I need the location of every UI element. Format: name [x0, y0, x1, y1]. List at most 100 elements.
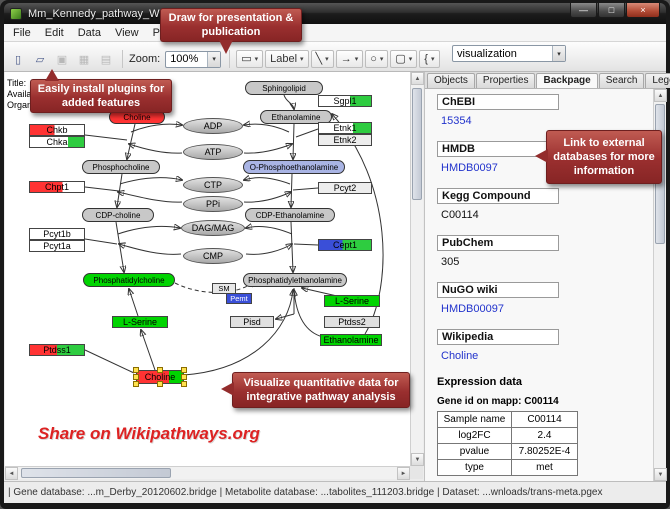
pathway-node-sm[interactable]: SM — [212, 283, 236, 294]
line-tool[interactable]: ╲▾ — [310, 50, 334, 68]
chevron-down-icon[interactable]: ▾ — [552, 46, 565, 61]
sidebar-tabs: ObjectsPropertiesBackpageSearchLegend — [425, 72, 670, 89]
datanode-tool[interactable]: ▭▾ — [236, 50, 264, 68]
menu-view[interactable]: View — [114, 26, 139, 39]
tab-backpage[interactable]: Backpage — [536, 73, 598, 88]
pathway-node-phosphatidylcholine[interactable]: Phosphatidylcholine — [83, 273, 175, 287]
selection-handle[interactable] — [133, 367, 139, 373]
canvas-horizontal-scrollbar[interactable]: ◄ ► — [5, 466, 410, 480]
backpage-link-nugo-wiki[interactable]: HMDB00097 — [441, 303, 504, 315]
save-button[interactable]: ▣ — [56, 53, 68, 66]
visualization-combo[interactable]: visualization ▾ — [452, 45, 566, 62]
pathway-node-atp[interactable]: ATP — [183, 144, 243, 160]
pathway-node-chpt1[interactable]: Chpt1 — [29, 181, 85, 193]
chevron-down-icon: ▾ — [430, 56, 435, 63]
minimize-button[interactable]: — — [570, 3, 597, 18]
open-button[interactable]: ▱ — [35, 53, 45, 66]
selection-handle[interactable] — [133, 374, 139, 380]
backpage-link-hmdb[interactable]: HMDB0097 — [441, 162, 498, 174]
pathway-node-chkb[interactable]: Chkb — [29, 124, 85, 136]
menu-data[interactable]: Data — [77, 26, 101, 39]
callout-pointer — [221, 382, 234, 396]
close-button[interactable]: × — [626, 3, 660, 18]
chevron-down-icon: ▾ — [254, 56, 259, 63]
pathway-node-adp[interactable]: ADP — [183, 118, 243, 134]
chevron-down-icon: ▾ — [408, 56, 413, 63]
pathway-node-ctp[interactable]: CTP — [183, 177, 243, 193]
pathway-node-etnk1[interactable]: Etnk1 — [318, 122, 372, 134]
pathway-node-dag-mag[interactable]: DAG/MAG — [181, 220, 245, 236]
zoom-combo[interactable]: 100% ▾ — [165, 50, 222, 68]
tab-legend[interactable]: Legend — [645, 73, 670, 88]
callout-external-databases: Link to external databases for more info… — [535, 130, 662, 184]
rect-tool[interactable]: ▢▾ — [390, 50, 418, 68]
canvas-vertical-scrollbar[interactable]: ▲ ▼ — [410, 72, 424, 466]
callout-text: Draw for presentation & publication — [168, 11, 294, 38]
menu-edit[interactable]: Edit — [44, 26, 64, 39]
pathway-node-cept1[interactable]: Cept1 — [318, 239, 372, 251]
selection-handle[interactable] — [133, 381, 139, 387]
zoom-label: Zoom: — [129, 53, 161, 65]
chevron-down-icon: ▾ — [325, 56, 329, 63]
pathway-node-cmp[interactable]: CMP — [183, 248, 243, 264]
pathway-node-ptdss2[interactable]: Ptdss2 — [324, 316, 380, 328]
oval-tool[interactable]: ○▾ — [365, 50, 389, 68]
new-button[interactable]: ▯ — [14, 53, 22, 66]
pathway-node-l-serine[interactable]: L-Serine — [112, 316, 168, 328]
pathway-node-chka[interactable]: Chka — [29, 136, 85, 148]
selection-handle[interactable] — [157, 367, 163, 373]
pathway-node-sphingolipid[interactable]: Sphingolipid — [245, 81, 323, 95]
menu-file[interactable]: File — [13, 26, 31, 39]
scroll-right-icon[interactable]: ► — [397, 467, 410, 480]
pathway-node-pcyt1b[interactable]: Pcyt1b — [29, 228, 85, 240]
pathway-node-etnk2[interactable]: Etnk2 — [318, 134, 372, 146]
pathway-node-ethanolamine[interactable]: Ethanolamine — [260, 110, 332, 124]
scroll-down-icon[interactable]: ▼ — [411, 453, 424, 466]
pathway-node-o-phosphoethanolamine[interactable]: O-Phosphoethanolamine — [243, 160, 345, 174]
backpage-link-chebi[interactable]: 15354 — [441, 115, 472, 127]
pathway-node-cdp-choline[interactable]: CDP-choline — [82, 208, 154, 222]
expression-table-cell: 7.80252E-4 — [511, 443, 578, 460]
tab-objects[interactable]: Objects — [427, 73, 475, 88]
backpage-link-wikipedia[interactable]: Choline — [441, 350, 479, 362]
pathway-node-l-serine[interactable]: L-Serine — [324, 295, 380, 307]
pathway-node-phosphocholine[interactable]: Phosphocholine — [82, 160, 160, 174]
app-icon — [10, 7, 22, 20]
pathway-node-ppi[interactable]: PPi — [183, 196, 243, 212]
pathway-node-pcyt1a[interactable]: Pcyt1a — [29, 240, 85, 252]
expression-data-title: Expression data — [437, 376, 522, 388]
file-button-group: ▯ ▱ ▣ ▦ ▤ — [8, 50, 116, 68]
pathway-node-cdp-ethanolamine[interactable]: CDP-Ethanolamine — [245, 208, 335, 222]
pathway-node-phosphatidylethanolamine[interactable]: Phosphatidylethanolamine — [243, 273, 347, 287]
scroll-down-icon[interactable]: ▼ — [654, 468, 667, 481]
titlebar: Mm_Kennedy_pathway_WP1771_45176.gpml — □… — [4, 3, 666, 24]
selection-handle[interactable] — [157, 381, 163, 387]
zoom-value: 100% — [170, 53, 199, 65]
scroll-up-icon[interactable]: ▲ — [411, 72, 424, 85]
chevron-down-icon[interactable]: ▾ — [207, 51, 221, 67]
pathway-node-ethanolamine[interactable]: Ethanolamine — [320, 334, 382, 346]
pathway-node-sgpl1[interactable]: Sgpl1 — [318, 95, 372, 107]
copy-button[interactable]: ▦ — [78, 53, 90, 66]
pathway-node-pcyt2[interactable]: Pcyt2 — [318, 182, 372, 194]
scroll-up-icon[interactable]: ▲ — [654, 89, 667, 102]
label-tool[interactable]: Label▾ — [265, 50, 309, 68]
vertical-scroll-thumb[interactable] — [412, 88, 422, 200]
pathway-node-pemt[interactable]: Pemt — [226, 293, 252, 304]
selection-handle[interactable] — [181, 374, 187, 380]
pathway-node-pisd[interactable]: Pisd — [230, 316, 274, 328]
tab-properties[interactable]: Properties — [475, 73, 536, 88]
arrow-tool[interactable]: →▾ — [335, 50, 364, 68]
paste-button[interactable]: ▤ — [100, 53, 112, 66]
selection-handle[interactable] — [181, 367, 187, 373]
scroll-left-icon[interactable]: ◄ — [5, 467, 18, 480]
pathway-node-ptdss1[interactable]: Ptdss1 — [29, 344, 85, 356]
brace-tool[interactable]: {▾ — [419, 50, 440, 68]
datanode-tool-icon: ▭ — [241, 52, 252, 65]
tab-search[interactable]: Search — [598, 73, 645, 88]
maximize-button[interactable]: □ — [598, 3, 625, 18]
selection-handle[interactable] — [181, 381, 187, 387]
horizontal-scroll-thumb[interactable] — [21, 468, 171, 478]
